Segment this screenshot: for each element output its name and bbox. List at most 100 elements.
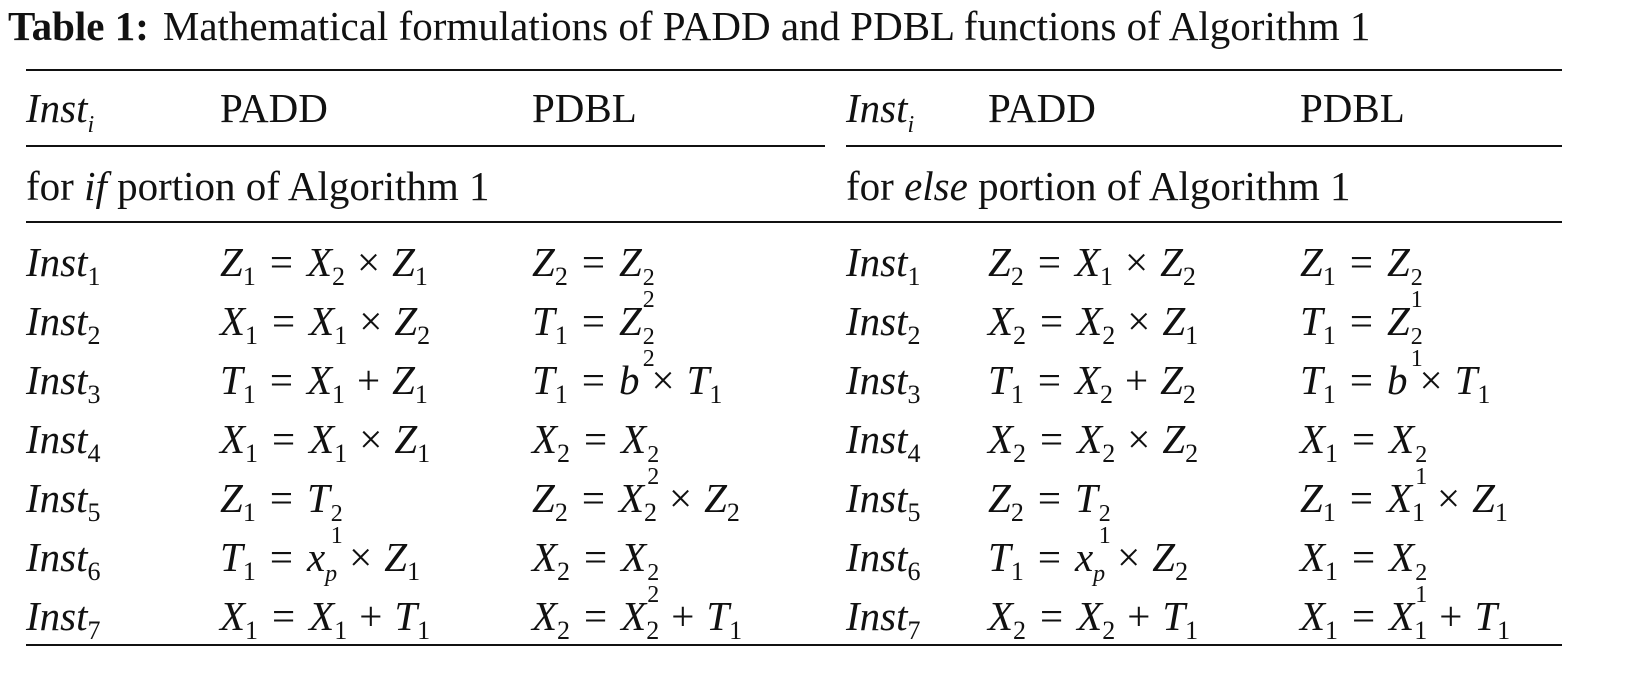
inst-label: Inst2 xyxy=(26,298,101,350)
math-term: Z1 xyxy=(392,239,428,291)
inst-label: Inst4 xyxy=(846,416,921,468)
equals-sign: = xyxy=(1040,298,1064,344)
else-padd-formula: X2=X2×Z1 xyxy=(988,297,1199,350)
bottom-rule xyxy=(26,644,1562,646)
operator: × xyxy=(359,416,383,462)
equals-sign: = xyxy=(584,593,608,639)
math-term: X2 xyxy=(618,475,657,527)
math-term: X1 xyxy=(1300,416,1339,468)
else-padd-formula: T1=xp×Z2 xyxy=(988,533,1188,587)
else-pdbl-formula: Z1=X1×Z1 xyxy=(1300,474,1508,527)
operator: × xyxy=(1127,298,1151,344)
header-padd-left: PADD xyxy=(220,85,328,131)
math-term: xp xyxy=(306,534,338,587)
math-term: X2 xyxy=(1077,416,1116,468)
else-padd-formula: T1=X2+Z2 xyxy=(988,356,1196,409)
math-term: X1 xyxy=(1300,593,1339,645)
math-term: Z1 xyxy=(1162,298,1199,350)
equals-sign: = xyxy=(1037,357,1061,403)
math-term: Z1 xyxy=(392,357,428,409)
operator: + xyxy=(671,593,695,639)
math-term: Z2 xyxy=(532,475,568,527)
math-term: Z2 xyxy=(1162,416,1199,468)
equals-sign: = xyxy=(1352,534,1376,580)
operator: × xyxy=(1117,534,1141,580)
math-term: X2 xyxy=(532,534,571,586)
header-pdbl-right: PDBL xyxy=(1300,85,1405,131)
math-term: Z1 xyxy=(1472,475,1508,527)
math-term: Z1 xyxy=(220,475,256,527)
math-term: X2 xyxy=(988,593,1027,645)
header-padd-right: PADD xyxy=(988,85,1096,131)
math-term: X1 xyxy=(309,298,348,350)
math-term: b xyxy=(618,357,640,403)
equals-sign: = xyxy=(1037,239,1061,285)
math-term: T1 xyxy=(532,298,568,350)
math-term: Z2 xyxy=(704,475,740,527)
operator: × xyxy=(1436,475,1461,521)
inst-label: Inst7 xyxy=(846,593,921,645)
table-caption: Table 1:Mathematical formulations of PAD… xyxy=(8,0,1628,52)
if-padd-formula: X1=X1+T1 xyxy=(220,592,430,645)
if-padd-formula: T1=X1+Z1 xyxy=(220,356,428,409)
inst-label: Inst4 xyxy=(26,416,101,468)
equals-sign: = xyxy=(1352,593,1376,639)
equals-sign: = xyxy=(1037,534,1061,580)
equals-sign: = xyxy=(1352,416,1376,462)
header-rule-right xyxy=(846,145,1562,147)
equals-sign: = xyxy=(584,416,608,462)
math-term: T1 xyxy=(686,357,723,409)
math-term: X2 xyxy=(988,298,1027,350)
else-padd-formula: X2=X2×Z2 xyxy=(988,415,1199,468)
equals-sign: = xyxy=(1037,475,1061,521)
equals-sign: = xyxy=(272,416,296,462)
equals-sign: = xyxy=(269,475,293,521)
math-term: X1 xyxy=(1386,475,1425,527)
equals-sign: = xyxy=(1349,357,1373,403)
math-term: Z1 xyxy=(394,416,431,468)
if-padd-formula: X1=X1×Z1 xyxy=(220,415,431,468)
math-term: X2 xyxy=(1074,357,1113,409)
math-term: xp xyxy=(1074,534,1106,587)
math-term: T1 xyxy=(988,534,1024,586)
inst-label: Inst1 xyxy=(846,239,921,291)
equals-sign: = xyxy=(269,239,293,285)
math-term: b xyxy=(1386,357,1408,403)
math-term: X1 xyxy=(220,593,259,645)
equals-sign: = xyxy=(269,357,293,403)
math-term: X1 xyxy=(309,593,348,645)
math-term: T1 xyxy=(220,357,256,409)
inst-label: Inst5 xyxy=(26,475,101,527)
equals-sign: = xyxy=(1040,416,1064,462)
inst-label: Inst6 xyxy=(846,534,921,586)
equals-sign: = xyxy=(1349,239,1373,285)
math-term: X1 xyxy=(220,298,259,350)
math-term: Z2 xyxy=(1160,357,1196,409)
operator: × xyxy=(1127,416,1151,462)
math-term: T1 xyxy=(1162,593,1199,645)
operator: × xyxy=(359,298,383,344)
equals-sign: = xyxy=(581,475,605,521)
operator: + xyxy=(1439,593,1463,639)
else-padd-formula: X2=X2+T1 xyxy=(988,592,1199,645)
math-term: X1 xyxy=(1300,534,1339,586)
math-term: T1 xyxy=(1300,357,1336,409)
equals-sign: = xyxy=(269,534,293,580)
operator: × xyxy=(349,534,373,580)
operator: × xyxy=(356,239,381,285)
operator: + xyxy=(356,357,381,403)
if-pdbl-formula: X2=X2+T1 xyxy=(532,592,742,644)
math-term: Z2 xyxy=(1160,239,1196,291)
